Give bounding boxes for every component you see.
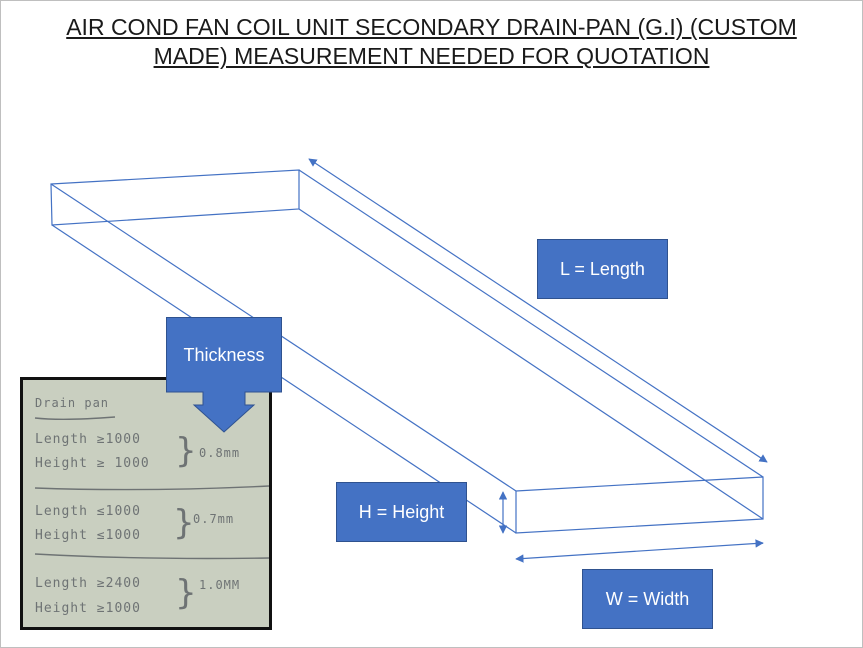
group1-brace: } — [175, 431, 197, 471]
group1-length: Length ≥1000 — [35, 432, 141, 447]
pan-top-right-edge — [298, 169, 764, 478]
width-dimension-arrow — [515, 539, 764, 563]
group2-thickness: 0.7mm — [193, 512, 235, 526]
group3-height: Height ≥1000 — [35, 601, 141, 616]
height-label-box: H = Height — [336, 482, 467, 542]
group3-brace: } — [175, 573, 197, 613]
pan-near-end-face — [515, 476, 764, 534]
length-label-box: L = Length — [537, 239, 668, 299]
pan-far-end-face — [50, 169, 300, 226]
length-dimension-arrow — [308, 158, 768, 463]
thickness-callout-arrow — [166, 317, 282, 433]
title-line-2: MADE) MEASUREMENT NEEDED FOR QUOTATION — [153, 43, 710, 69]
divider-line-1 — [34, 485, 269, 491]
diagram-title: AIR COND FAN COIL UNIT SECONDARY DRAIN-P… — [31, 13, 832, 71]
group3-thickness: 1.0MM — [199, 578, 241, 592]
pan-bottom-right-edge — [298, 208, 764, 520]
thickness-label: Thickness — [183, 344, 265, 365]
heading-underline — [34, 416, 116, 420]
group1-thickness: 0.8mm — [199, 446, 241, 460]
group3-length: Length ≥2400 — [35, 576, 141, 591]
note-heading: Drain pan — [35, 396, 110, 410]
note-lines — [34, 416, 269, 560]
group1-height: Height ≥ 1000 — [35, 456, 150, 471]
width-label-box: W = Width — [582, 569, 713, 629]
divider-line-2 — [34, 553, 269, 560]
pan-bottom-left-edge — [51, 224, 517, 534]
group2-length: Length ≤1000 — [35, 504, 141, 519]
group2-brace: } — [173, 503, 195, 543]
handwritten-note-photo: Drain pan Length ≥1000 Height ≥ 1000 } 0… — [20, 377, 272, 630]
group2-height: Height ≤1000 — [35, 528, 141, 543]
title-line-1: AIR COND FAN COIL UNIT SECONDARY DRAIN-P… — [66, 14, 797, 40]
